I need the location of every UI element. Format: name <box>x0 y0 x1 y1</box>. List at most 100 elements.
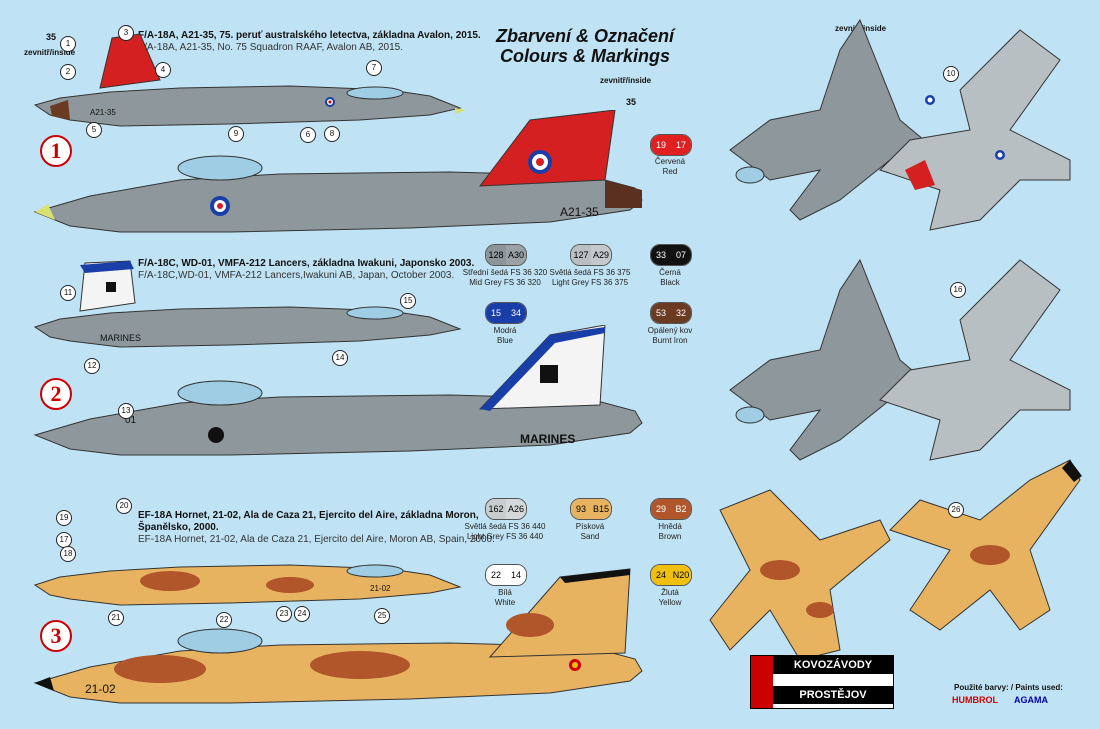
marines-small: MARINES <box>100 333 141 343</box>
callout-15: 15 <box>400 293 416 309</box>
section-1-side-view-small: A21-35 <box>33 33 466 127</box>
swatch-burnt-iron-label-cz: Opálený kov <box>647 326 693 335</box>
inside-label-1: zevnitř/inside <box>24 48 76 57</box>
section-3-caption-cz-1: EF-18A Hornet, 21-02, Ala de Caza 21, Ej… <box>138 510 479 521</box>
section-3-badge: 3 <box>40 620 72 652</box>
swatch-mid-grey-label-en: Mid Grey FS 36 320 <box>469 278 541 287</box>
plan-2-top <box>729 258 931 461</box>
swatch-white-label-en: White <box>494 598 516 607</box>
callout-9: 9 <box>228 126 244 142</box>
serial-small-3: 21-02 <box>370 584 391 593</box>
section-2-caption-en: F/A-18C,WD-01, VMFA-212 Lancers,Iwakuni … <box>138 270 455 281</box>
callout-12: 12 <box>84 358 100 374</box>
swatch-white-label-cz: Bílá <box>498 588 512 597</box>
callout-6: 6 <box>300 127 316 143</box>
callout-13: 13 <box>118 403 134 419</box>
section-3-side-view-large: 21-02 <box>33 568 643 704</box>
section-2-side-view-small: MARINES <box>33 260 462 348</box>
section-3-side-view-small: 21-02 <box>33 564 462 606</box>
swatch-brown-label-en: Brown <box>658 532 682 541</box>
paints-used-label: Použité barvy: / Paints used: <box>954 683 1063 692</box>
callout-5: 5 <box>86 122 102 138</box>
kovozavody-logo: KOVOZÁVODY PROSTĚJOV <box>750 655 894 709</box>
section-2-caption-cz: F/A-18C, WD-01, VMFA-212 Lancers, základ… <box>138 258 475 269</box>
callout-21: 21 <box>108 610 124 626</box>
plan-1-top <box>729 18 931 221</box>
paint-brand-agama: AGAMA <box>1014 695 1048 705</box>
title-english: Colours & Markings <box>499 46 671 66</box>
plan-2-bottom <box>879 259 1071 461</box>
callout-20: 20 <box>116 498 132 514</box>
callout-14: 14 <box>332 350 348 366</box>
serial-large-3: 21-02 <box>85 682 116 696</box>
callout-1: 1 <box>60 36 76 52</box>
swatch-brown-label-cz: Hnědá <box>658 522 682 531</box>
inside-label-1b: zevnitř/inside <box>600 76 652 85</box>
logo-line-2: PROSTĚJOV <box>773 686 893 704</box>
section-1-caption-en: F/A-18A, A21-35, No. 75 Squadron RAAF, A… <box>138 42 403 53</box>
swatch-yellow-label-cz: Žlutá <box>661 588 679 597</box>
section-3-caption-cz-2: Španělsko, 2000. <box>138 522 219 533</box>
swatch-blue-label-en: Blue <box>496 336 513 345</box>
callout-23: 23 <box>276 606 292 622</box>
swatch-light-grey-label-en: Light Grey FS 36 375 <box>551 278 629 287</box>
swatch-red-label-en: Red <box>662 167 678 176</box>
marines-large: MARINES <box>520 432 575 446</box>
inside-num-1: 35 <box>46 32 57 42</box>
swatch-red-label-cz: Červená <box>654 157 686 166</box>
swatch-black-label-en: Black <box>660 278 680 287</box>
section-1-badge: 1 <box>40 135 72 167</box>
swatch-blue-label-cz: Modrá <box>493 326 517 335</box>
callout-26: 26 <box>948 502 964 518</box>
section-1-side-view-large: A21-35 <box>33 110 643 233</box>
swatch-light-grey-440-label-en: Light Grey FS 36 440 <box>466 532 544 541</box>
section-3-caption-en: EF-18A Hornet, 21-02, Ala de Caza 21, Ej… <box>138 534 495 545</box>
callout-19: 19 <box>56 510 72 526</box>
section-2-badge: 2 <box>40 378 72 410</box>
inside-num-1b: 35 <box>626 97 637 107</box>
serial-small-1: A21-35 <box>90 108 116 117</box>
callout-7: 7 <box>366 60 382 76</box>
swatch-light-grey-440-label-cz: Světlá šedá FS 36 440 <box>464 522 546 531</box>
callout-8: 8 <box>324 126 340 142</box>
logo-line-1: KOVOZÁVODY <box>773 656 893 674</box>
callout-16: 16 <box>950 282 966 298</box>
section-1-caption-cz: F/A-18A, A21-35, 75. peruť australského … <box>138 30 481 41</box>
modex-large: 01 <box>125 415 137 426</box>
callout-22: 22 <box>216 612 232 628</box>
callout-11: 11 <box>60 285 76 301</box>
plan-1-bottom <box>879 29 1071 231</box>
swatch-light-grey-label-cz: Světlá šedá FS 36 375 <box>549 268 631 277</box>
callout-25: 25 <box>374 608 390 624</box>
swatch-sand-label-cz: Písková <box>575 522 605 531</box>
callout-4: 4 <box>155 62 171 78</box>
plan-3-bottom <box>889 459 1082 631</box>
callout-18: 18 <box>60 546 76 562</box>
plan-views <box>709 18 1082 661</box>
paint-brand-humbrol: HUMBROL <box>952 695 998 705</box>
swatch-sand-label-en: Sand <box>580 532 600 541</box>
callout-2: 2 <box>60 64 76 80</box>
callout-24: 24 <box>294 606 310 622</box>
plan-3-top <box>709 489 891 661</box>
callout-10: 10 <box>943 66 959 82</box>
section-2-side-view-large: MARINES 01 <box>33 325 643 456</box>
title-czech: Zbarvení & Označení <box>495 26 675 46</box>
callout-3: 3 <box>118 25 134 41</box>
swatch-mid-grey-label-cz: Střední šedá FS 36 320 <box>462 268 548 277</box>
swatch-yellow-label-en: Yellow <box>658 598 682 607</box>
swatch-burnt-iron-label-en: Burnt Iron <box>652 336 688 345</box>
swatch-black-label-cz: Černá <box>659 268 681 277</box>
serial-large-1: A21-35 <box>560 205 599 219</box>
